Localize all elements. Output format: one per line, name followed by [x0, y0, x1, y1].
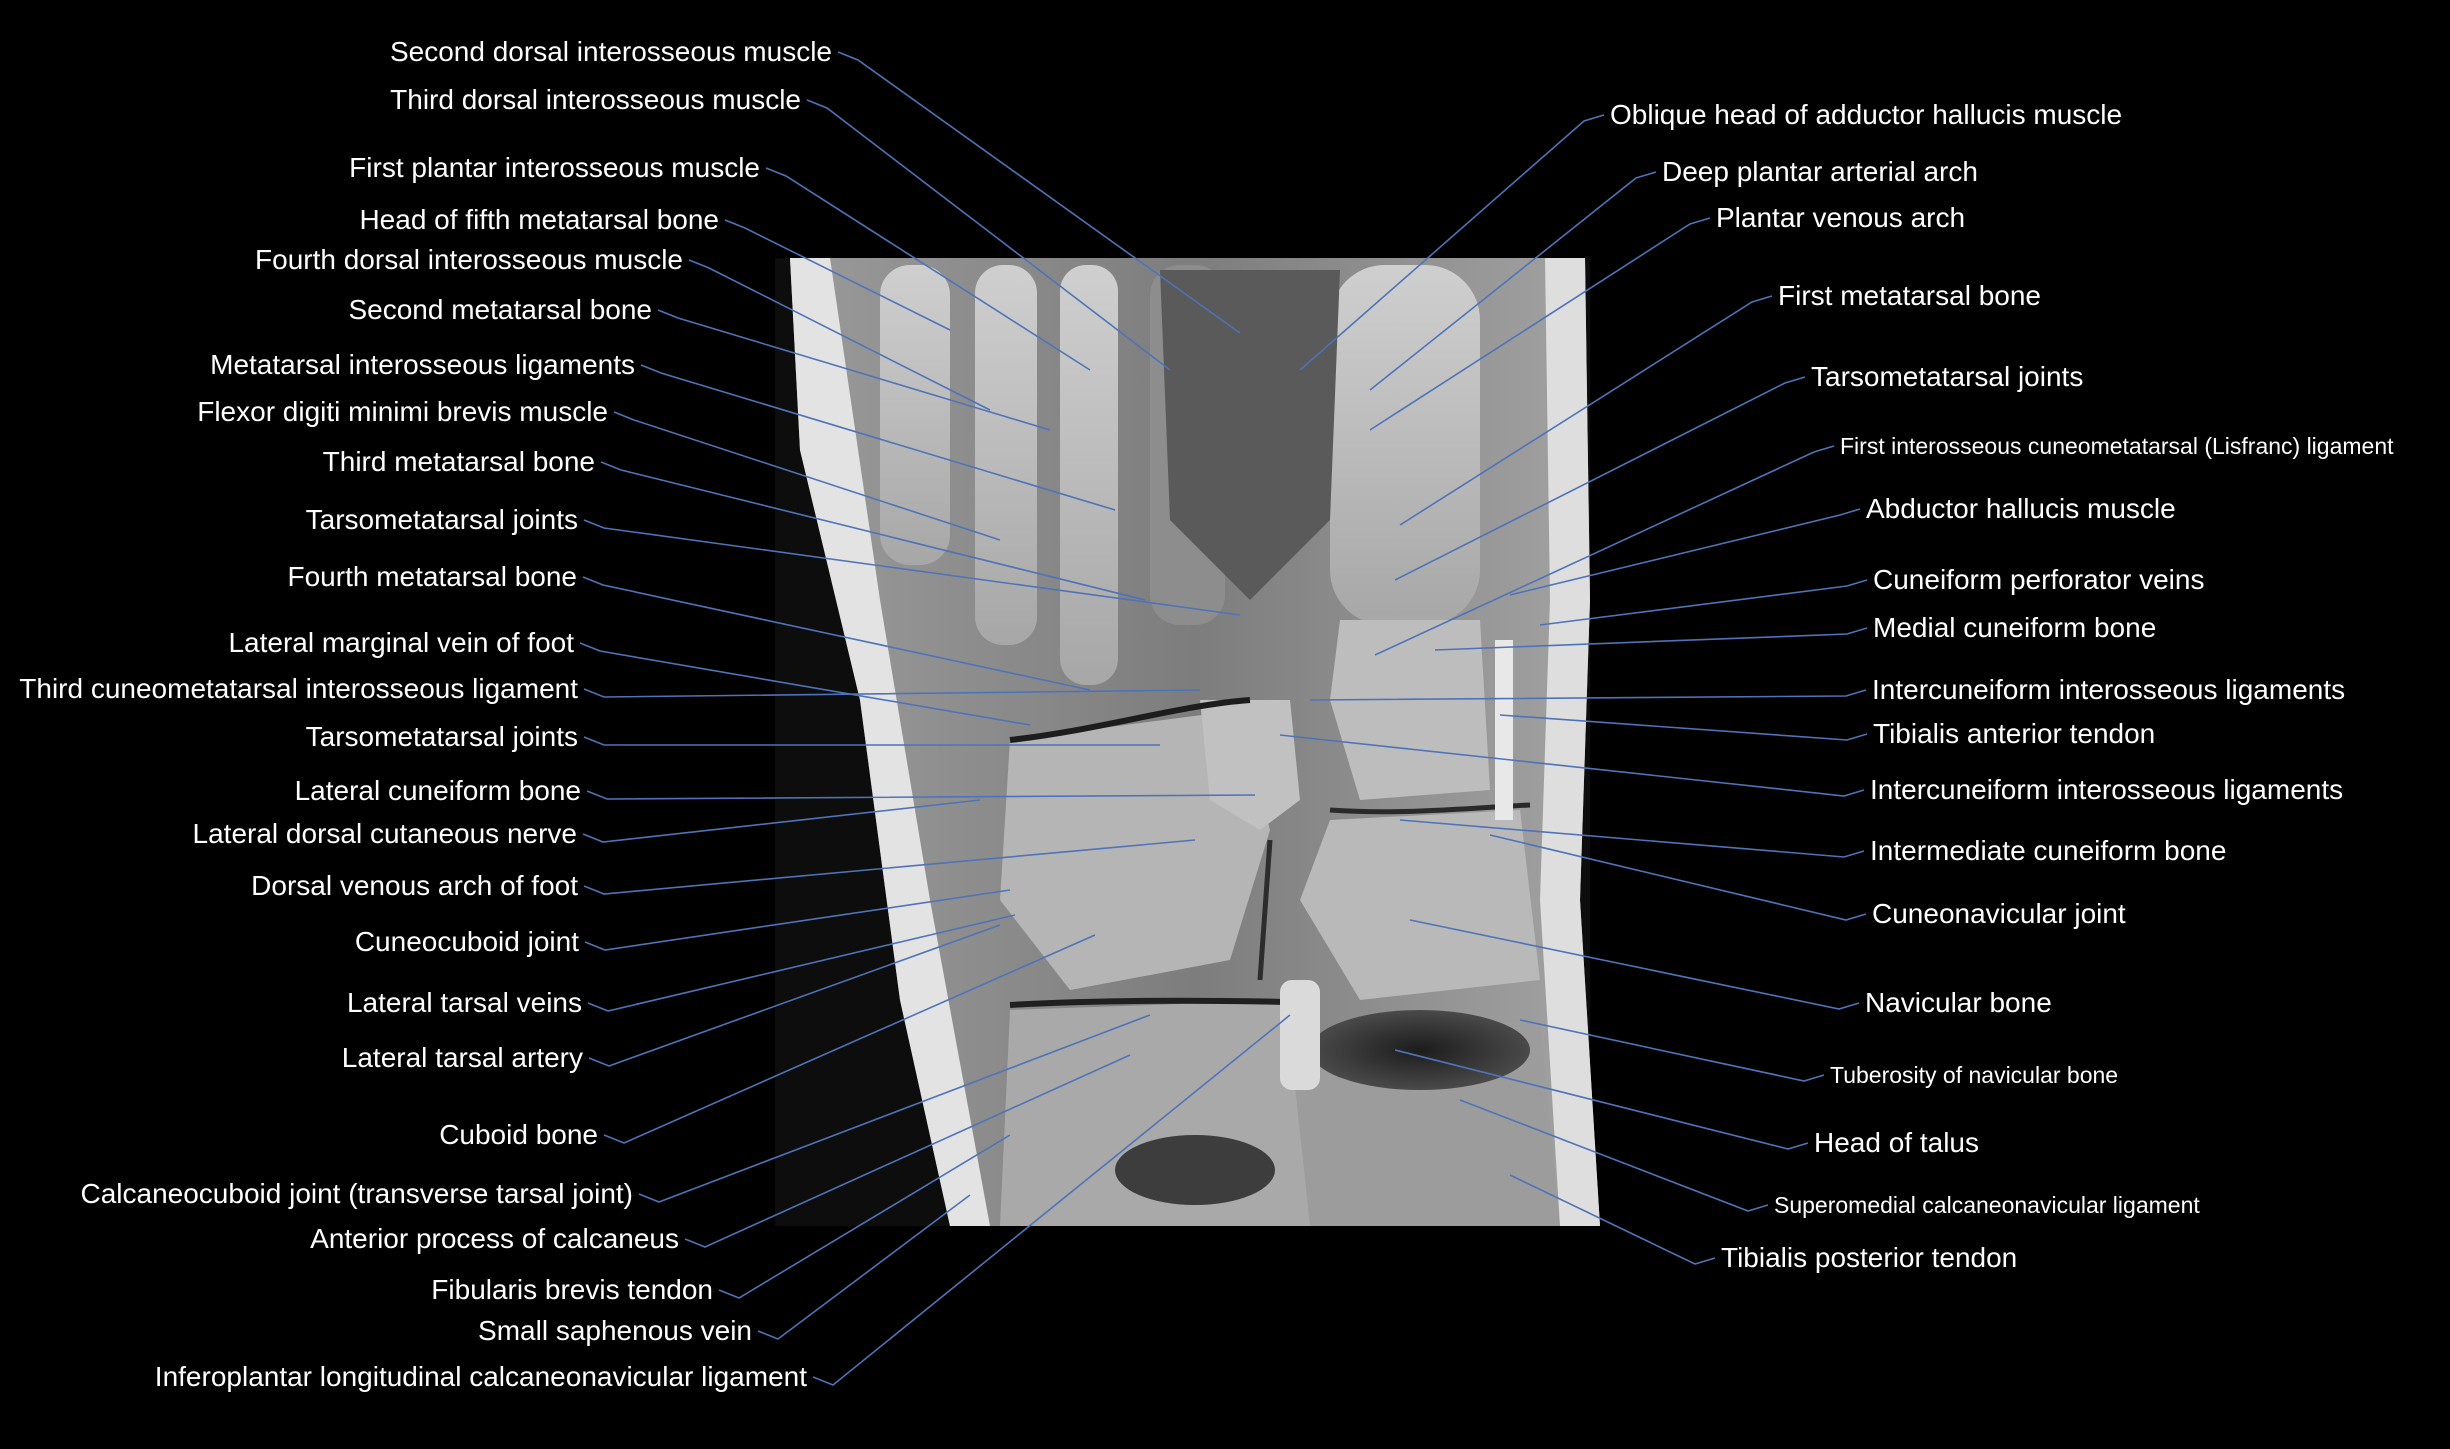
- label-third-cuneometatarsal-interosseous-ligament: Third cuneometatarsal interosseous ligam…: [19, 673, 578, 704]
- label-metatarsal-interosseous-ligaments: Metatarsal interosseous ligaments: [210, 349, 635, 380]
- label-tarsometatarsal-joints: Tarsometatarsal joints: [305, 504, 578, 535]
- label-lateral-marginal-vein-of-foot: Lateral marginal vein of foot: [228, 627, 574, 658]
- label-intercuneiform-interosseous-ligaments: Intercuneiform interosseous ligaments: [1870, 774, 2344, 805]
- label-fourth-dorsal-interosseous-muscle: Fourth dorsal interosseous muscle: [255, 244, 683, 275]
- label-cuneocuboid-joint: Cuneocuboid joint: [354, 926, 579, 957]
- label-deep-plantar-arterial-arch: Deep plantar arterial arch: [1662, 156, 1978, 187]
- label-fourth-metatarsal-bone: Fourth metatarsal bone: [287, 561, 578, 592]
- label-fibularis-brevis-tendon: Fibularis brevis tendon: [431, 1274, 713, 1305]
- label-lateral-tarsal-veins: Lateral tarsal veins: [346, 987, 582, 1018]
- label-intercuneiform-interosseous-ligaments: Intercuneiform interosseous ligaments: [1872, 674, 2346, 705]
- label-oblique-head-of-adductor-hallucis-muscle: Oblique head of adductor hallucis muscle: [1610, 99, 2123, 130]
- label-head-of-fifth-metatarsal-bone: Head of fifth metatarsal bone: [359, 204, 719, 235]
- label-navicular-bone: Navicular bone: [1865, 987, 2052, 1018]
- label-intermediate-cuneiform-bone: Intermediate cuneiform bone: [1870, 835, 2227, 866]
- label-anterior-process-of-calcaneus: Anterior process of calcaneus: [310, 1223, 679, 1254]
- label-tuberosity-of-navicular-bone: Tuberosity of navicular bone: [1830, 1062, 2119, 1088]
- label-lateral-dorsal-cutaneous-nerve: Lateral dorsal cutaneous nerve: [192, 818, 577, 849]
- label-cuneonavicular-joint: Cuneonavicular joint: [1872, 898, 2126, 929]
- label-tarsometatarsal-joints: Tarsometatarsal joints: [1811, 361, 2084, 392]
- label-inferoplantar-longitudinal-calcaneonavicular-ligament: Inferoplantar longitudinal calcaneonavic…: [154, 1361, 807, 1392]
- label-tibialis-posterior-tendon: Tibialis posterior tendon: [1721, 1242, 2018, 1273]
- label-cuboid-bone: Cuboid bone: [439, 1119, 598, 1150]
- label-cuneiform-perforator-veins: Cuneiform perforator veins: [1873, 564, 2205, 595]
- label-second-dorsal-interosseous-muscle: Second dorsal interosseous muscle: [389, 36, 832, 67]
- label-first-interosseous-cuneometatarsal-ligament: First interosseous cuneometatarsal (Lisf…: [1840, 433, 2394, 459]
- label-dorsal-venous-arch-of-foot: Dorsal venous arch of foot: [251, 870, 578, 901]
- label-third-metatarsal-bone: Third metatarsal bone: [322, 446, 595, 477]
- label-first-plantar-interosseous-muscle: First plantar interosseous muscle: [349, 152, 760, 183]
- label-small-saphenous-vein: Small saphenous vein: [478, 1315, 752, 1346]
- label-flexor-digiti-minimi-brevis-muscle: Flexor digiti minimi brevis muscle: [197, 396, 608, 427]
- label-third-dorsal-interosseous-muscle: Third dorsal interosseous muscle: [390, 84, 801, 115]
- label-first-metatarsal-bone: First metatarsal bone: [1778, 280, 2041, 311]
- label-calcaneocuboid-joint: Calcaneocuboid joint (transverse tarsal …: [80, 1178, 634, 1209]
- label-head-of-talus: Head of talus: [1814, 1127, 1979, 1158]
- label-lateral-tarsal-artery: Lateral tarsal artery: [341, 1042, 583, 1073]
- label-lateral-cuneiform-bone: Lateral cuneiform bone: [294, 775, 581, 806]
- label-tibialis-anterior-tendon: Tibialis anterior tendon: [1873, 718, 2156, 749]
- label-plantar-venous-arch: Plantar venous arch: [1716, 202, 1966, 233]
- label-superomedial-calcaneonavicular-ligament: Superomedial calcaneonavicular ligament: [1774, 1192, 2200, 1218]
- label-medial-cuneiform-bone: Medial cuneiform bone: [1873, 612, 2157, 643]
- label-abductor-hallucis-muscle: Abductor hallucis muscle: [1866, 493, 2176, 524]
- label-tarsometatarsal-joints: Tarsometatarsal joints: [305, 721, 578, 752]
- label-second-metatarsal-bone: Second metatarsal bone: [348, 294, 652, 325]
